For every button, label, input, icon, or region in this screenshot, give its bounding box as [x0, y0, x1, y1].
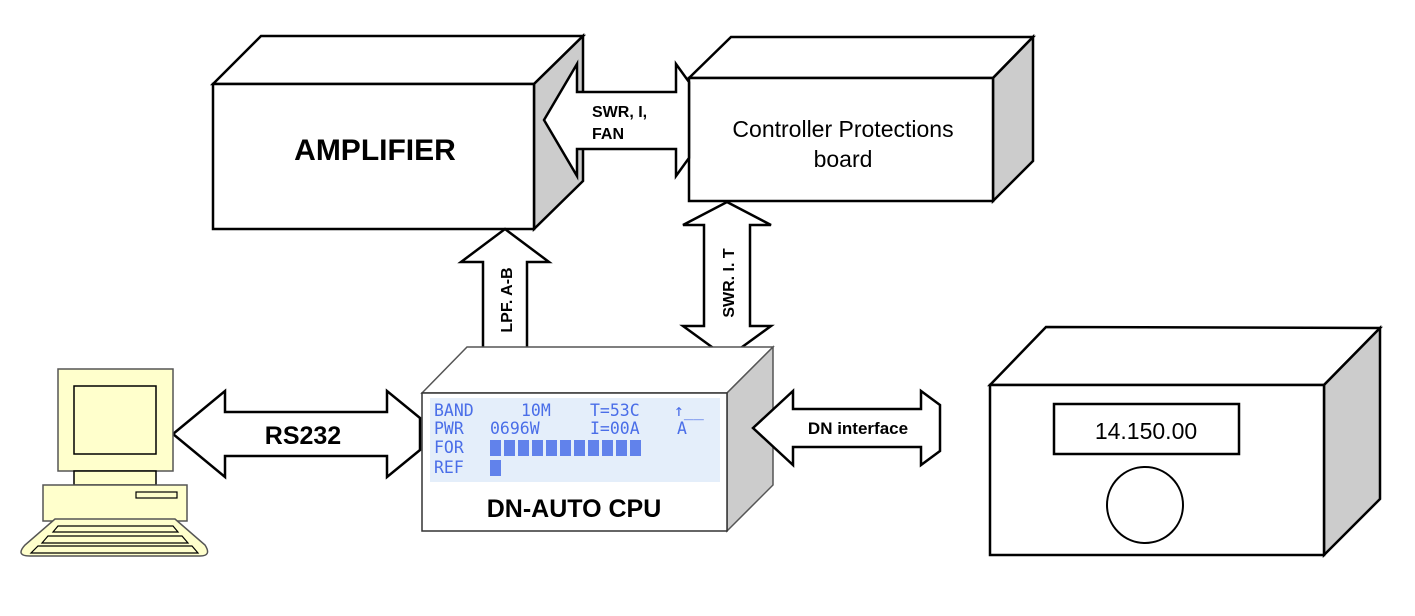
lcd-current-value: I=00A	[590, 419, 640, 438]
keyboard-row-2	[40, 535, 190, 544]
reflected-bar-segment	[490, 460, 501, 476]
rs232-label: RS232	[265, 422, 341, 450]
computer-screen	[73, 385, 157, 455]
connection-swr-i-fan: SWR, I, FAN	[542, 59, 691, 181]
swr-i-fan-label-line2: FAN	[592, 126, 624, 143]
dn-interface-label: DN interface	[808, 419, 908, 438]
computer-drive-slot	[135, 491, 178, 499]
amplifier-label: AMPLIFIER	[294, 134, 456, 167]
dn-interface-arrow	[751, 388, 942, 468]
forward-bar-segment	[560, 440, 571, 456]
swr-i-fan-label-line1: SWR, I,	[592, 104, 647, 121]
cpu-lcd-display: BAND 10M T=53C ↑__ PWR 0696W I=00A A FOR…	[430, 398, 720, 482]
forward-bar-segment	[532, 440, 543, 456]
forward-bar-segment	[602, 440, 613, 456]
forward-bar-segment	[518, 440, 529, 456]
lcd-temp-value: T=53C	[590, 401, 640, 420]
radio-top-face	[987, 325, 1383, 387]
computer-base-unit	[42, 484, 188, 522]
amplifier-top-face	[209, 34, 587, 86]
lcd-band-value: 10M	[521, 401, 551, 420]
lcd-row1-label: BAND	[434, 401, 474, 420]
lcd-reflected-bar	[490, 460, 501, 476]
forward-bar-segment	[504, 440, 515, 456]
connection-swr-i-t: SWR. I. T	[679, 200, 775, 360]
swr-i-fan-arrow	[542, 59, 691, 181]
lcd-row3-label: FOR	[434, 438, 464, 457]
cpu-top-face	[420, 346, 775, 394]
lcd-power-value: 0696W	[490, 419, 540, 438]
forward-bar-segment	[630, 440, 641, 456]
desktop-computer-icon[interactable]	[20, 368, 209, 557]
computer-neck	[73, 470, 157, 486]
connection-dn-interface: DN interface	[751, 388, 942, 468]
forward-bar-segment	[490, 440, 501, 456]
radio-tuning-knob[interactable]	[1106, 466, 1184, 544]
controller-block[interactable]: Controller Protections board	[685, 33, 1036, 205]
controller-front-face	[687, 76, 995, 203]
controller-label-line1: Controller Protections	[732, 116, 953, 142]
computer-keyboard	[20, 518, 209, 557]
rs232-arrow	[171, 388, 422, 480]
lcd-mode-value: A	[677, 419, 687, 438]
lcd-forward-bar	[490, 440, 641, 456]
keyboard-row-3	[29, 545, 200, 554]
cpu-label: DN-AUTO CPU	[487, 495, 662, 523]
radio-frequency-value: 14.150.00	[1095, 418, 1197, 444]
connection-rs232: RS232	[171, 388, 422, 480]
lcd-row4-label: REF	[434, 458, 464, 477]
lcd-row2-label: PWR	[434, 419, 464, 438]
cpu-block[interactable]: BAND 10M T=53C ↑__ PWR 0696W I=00A A FOR…	[420, 345, 775, 533]
controller-top-face	[685, 35, 1036, 80]
controller-label-line2: board	[814, 146, 873, 172]
radio-block[interactable]: 14.150.00	[987, 324, 1383, 559]
lcd-indicator: ↑__	[674, 401, 704, 420]
keyboard-row-1	[51, 525, 180, 533]
forward-bar-segment	[616, 440, 627, 456]
connection-lpf-ab: LPF. A-B	[457, 227, 553, 368]
forward-bar-segment	[574, 440, 585, 456]
lpf-ab-label: LPF. A-B	[499, 267, 516, 332]
amplifier-block[interactable]: AMPLIFIER	[209, 33, 587, 232]
amplifier-front-face	[211, 82, 536, 231]
swr-i-t-label: SWR. I. T	[721, 248, 738, 318]
forward-bar-segment	[588, 440, 599, 456]
radio-frequency-display	[1052, 402, 1241, 456]
forward-bar-segment	[546, 440, 557, 456]
